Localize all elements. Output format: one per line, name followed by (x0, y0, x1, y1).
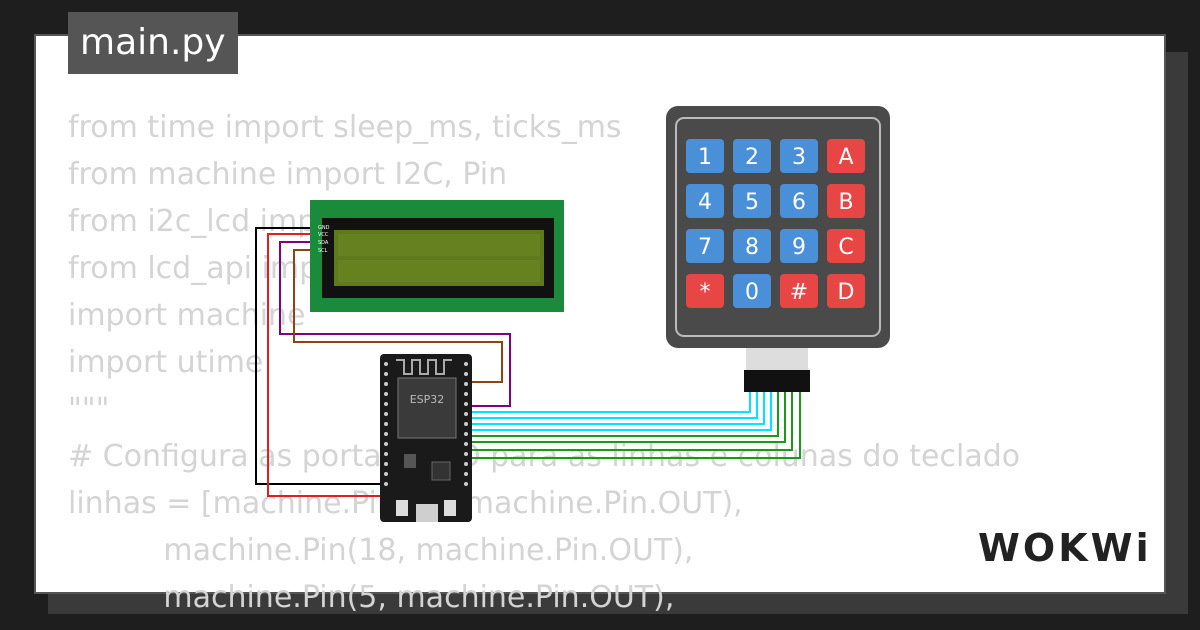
keypad-key-label: 7 (698, 235, 712, 260)
keypad-key[interactable] (827, 274, 865, 308)
wire-col1 (468, 392, 779, 437)
keypad-key[interactable] (827, 139, 865, 173)
lcd-pin-gnd: GND (318, 225, 330, 231)
keypad-key[interactable] (686, 139, 724, 173)
keypad-key-label: 8 (745, 235, 759, 260)
keypad-key-label: 1 (698, 145, 712, 170)
keypad-key-label: 6 (792, 190, 806, 215)
reset-button[interactable] (444, 500, 456, 516)
wire-row3 (468, 392, 765, 425)
keypad-key[interactable] (686, 184, 724, 218)
usb-port (416, 504, 438, 522)
boot-button[interactable] (396, 500, 408, 516)
keypad-key[interactable] (733, 229, 771, 263)
wire-gnd (255, 227, 388, 485)
lcd-pin-sda: SDA (318, 240, 329, 246)
keypad-key-label: D (838, 280, 855, 305)
keypad-keys: 1 2 3 A 4 5 6 B 7 8 9 C * 0 # D (686, 139, 865, 308)
lcd-pin-labels: GND VCC SDA SCL (318, 225, 330, 254)
keypad-key[interactable] (780, 139, 818, 173)
wires (255, 227, 801, 497)
wire-col2 (468, 392, 786, 443)
keypad-key-label: C (838, 235, 853, 260)
keypad-key[interactable] (686, 229, 724, 263)
code-line: from machine import I2C, Pin (68, 157, 508, 192)
keypad-key-label: # (790, 280, 808, 305)
lcd-pin-scl: SCL (318, 248, 328, 254)
lcd-display[interactable]: GND VCC SDA SCL (310, 200, 564, 312)
keypad-key-label: 2 (745, 145, 759, 170)
keypad-key-label: 3 (792, 145, 806, 170)
keypad-key-label: * (700, 280, 711, 305)
wokwi-logo: WOKWi (978, 526, 1152, 570)
esp32-pins-left (384, 362, 388, 486)
chip-label: ESP32 (410, 393, 445, 406)
keypad-key[interactable] (827, 229, 865, 263)
lcd-character-cells (338, 234, 540, 282)
code-line: machine.Pin(18, machine.Pin.OUT), (68, 533, 694, 568)
esp32-board[interactable]: ESP32 (380, 354, 472, 522)
keypad-key[interactable] (780, 184, 818, 218)
keypad-key[interactable] (733, 274, 771, 308)
antenna-icon (396, 359, 452, 375)
lcd-pin-vcc: VCC (318, 232, 329, 238)
keypad-key-label: A (838, 145, 853, 170)
keypad-key[interactable] (780, 229, 818, 263)
code-line: import utime (68, 345, 264, 380)
wire-scl (293, 249, 503, 383)
ribbon-connector (744, 370, 810, 392)
esp32-pins-right (464, 362, 468, 486)
keypad-key[interactable] (780, 274, 818, 308)
wire-row1 (468, 392, 751, 413)
code-line: machine.Pin(5, machine.Pin.OUT), (68, 580, 675, 615)
code-line: """ (68, 392, 110, 427)
keypad-key-label: 5 (745, 190, 759, 215)
keypad-key-label: B (838, 190, 853, 215)
wire-row2 (468, 392, 758, 419)
file-tab[interactable]: main.py (68, 12, 238, 74)
keypad-key-label: 4 (698, 190, 712, 215)
wire-col3 (468, 392, 793, 451)
keypad-key-label: 9 (792, 235, 806, 260)
regulator-chip (404, 454, 416, 468)
keypad-key[interactable] (827, 184, 865, 218)
esp32-module (397, 377, 457, 439)
keypad-key-label: 0 (745, 280, 759, 305)
wire-sda (279, 241, 511, 407)
code-line: from time import sleep_ms, ticks_ms (68, 110, 622, 145)
keypad-key[interactable] (733, 184, 771, 218)
code-line: import machine (68, 298, 306, 333)
wire-row4 (468, 392, 772, 431)
usb-chip (431, 461, 451, 481)
keypad-key[interactable] (686, 274, 724, 308)
wire-col4 (468, 392, 801, 459)
keypad-border (675, 117, 881, 337)
membrane-keypad[interactable]: 1 2 3 A 4 5 6 B 7 8 9 C * 0 # D (666, 106, 890, 392)
keypad-key[interactable] (733, 139, 771, 173)
